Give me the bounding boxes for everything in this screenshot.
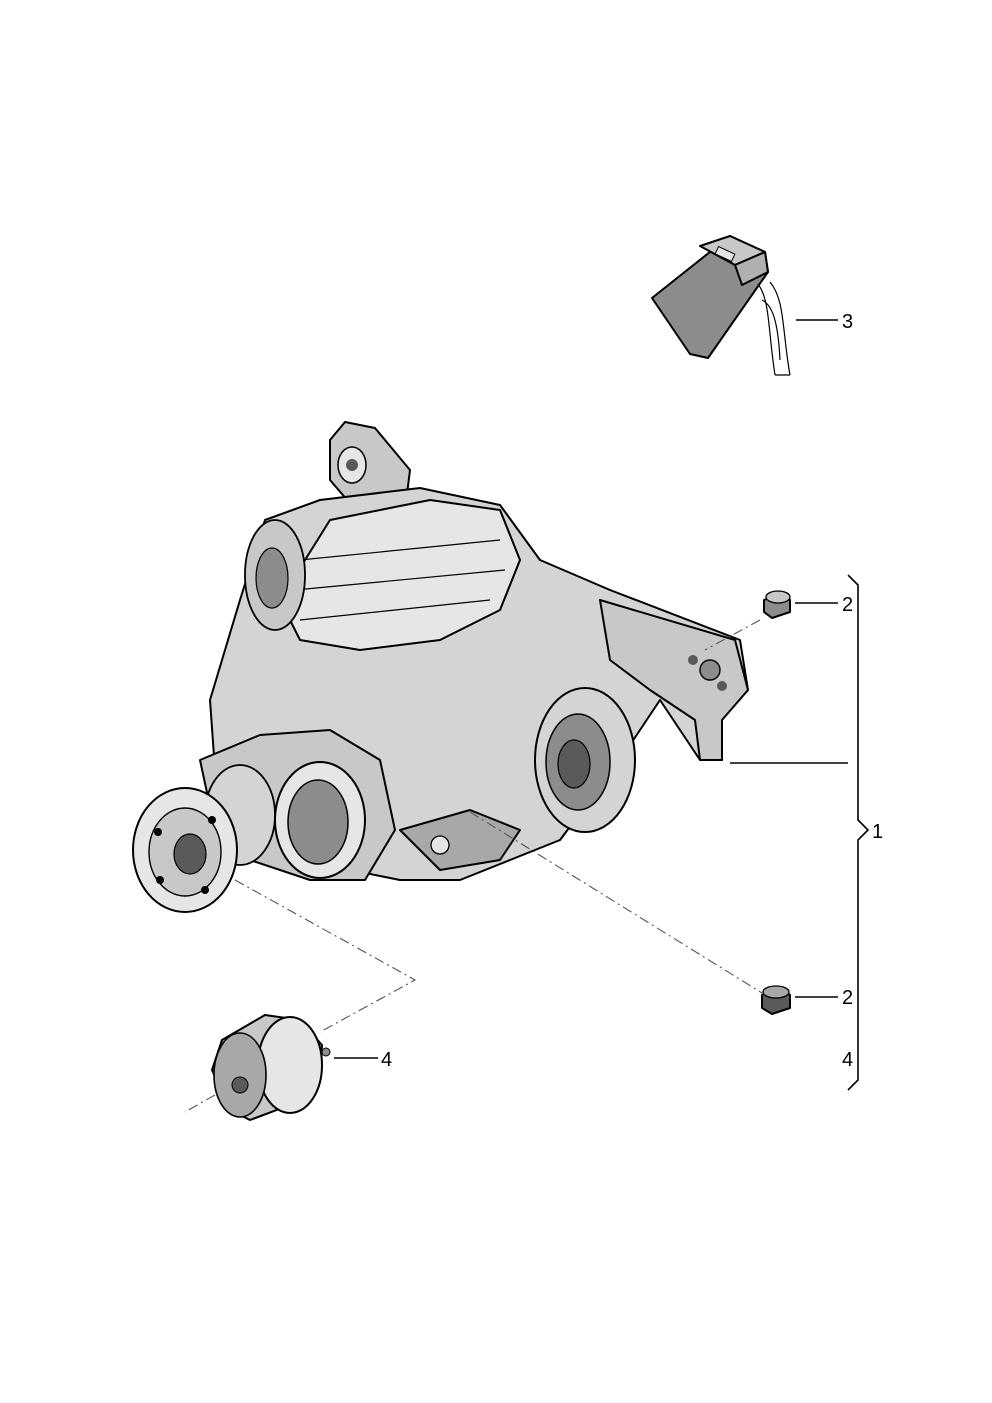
grouping-bracket	[847, 574, 870, 1091]
callout-4-bracket: 4	[842, 1049, 853, 1071]
callout-2-bottom: 2	[842, 987, 853, 1009]
part-2-plug-top	[763, 590, 791, 619]
assembly-centerlines	[184, 619, 763, 1113]
part-3-oil-container	[651, 235, 791, 376]
part-4-rubber-mount	[211, 1014, 331, 1121]
callout-1: 1	[872, 821, 883, 843]
callout-2-top: 2	[842, 594, 853, 616]
part-1-differential-assembly	[132, 421, 749, 913]
part-2-plug-bottom	[761, 985, 791, 1015]
callout-4-mount: 4	[381, 1049, 392, 1071]
leader-lines	[334, 319, 848, 1059]
callout-3: 3	[842, 311, 853, 333]
